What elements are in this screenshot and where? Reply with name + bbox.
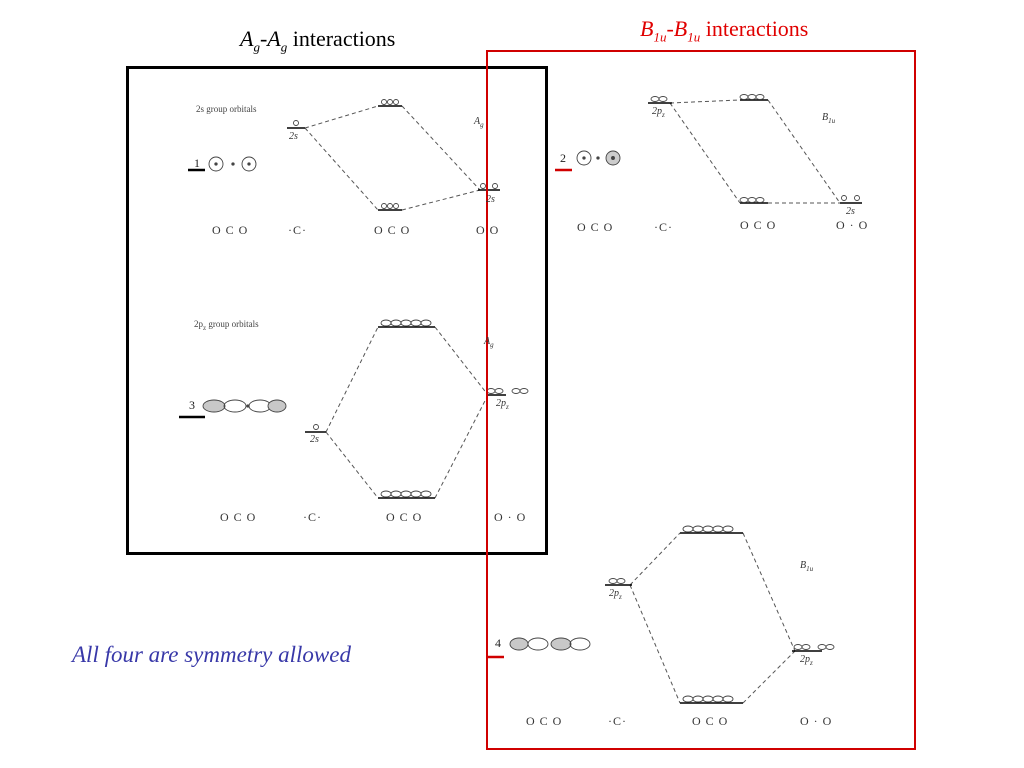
p1-index: 1	[194, 156, 200, 170]
ag-title-sub: g	[253, 39, 260, 55]
p4-o-orb: 2p	[800, 654, 810, 665]
p3-sym-sub: g	[490, 341, 494, 349]
b1u-title-sub: 1u	[653, 29, 667, 45]
p2-sym: B	[822, 112, 829, 123]
symmetry-note: All four are symmetry allowed	[72, 642, 351, 667]
p1-sym-label: Ag	[474, 116, 484, 129]
p2-axis-oco-mid: O C O	[740, 218, 777, 232]
p4-axis-oo: O · O	[800, 714, 833, 728]
ag-title-sub2: g	[280, 39, 288, 55]
p4-axis-oco-left: O C O	[526, 714, 563, 728]
p4-o-orb-sub: z	[810, 659, 813, 667]
p2-sym-sub: 1u	[828, 117, 836, 125]
p3-index: 3	[189, 398, 195, 412]
p1-o-orbital: 2s	[486, 194, 495, 205]
p3-header-sub: z	[203, 323, 207, 332]
p3-c-orbital: 2s	[310, 434, 319, 445]
p2-sym-label: B1u	[822, 112, 835, 125]
b1u-title-sym: B	[640, 16, 654, 41]
p4-sym-sub: 1u	[806, 565, 814, 573]
ag-title-sym2: A	[267, 26, 281, 51]
p4-sym-label: B1u	[800, 560, 813, 573]
p2-c-orb-sub: z	[662, 111, 665, 119]
p3-axis-oo: O · O	[494, 510, 527, 524]
p2-axis-oco-left: O C O	[577, 220, 614, 234]
p4-c-orb-sub: z	[619, 593, 622, 601]
ag-title-sym: A	[240, 26, 254, 51]
ag-title-text: interactions	[287, 26, 396, 51]
orbital-glyphs	[202, 94, 860, 703]
p2-axis-c: ·C·	[654, 220, 673, 234]
p3-o-orb: 2p	[496, 398, 506, 409]
correlation-dashed-lines	[304, 99, 841, 704]
b1u-title-sub2: 1u	[687, 29, 701, 45]
energy-levels	[287, 99, 862, 704]
p4-sym: B	[800, 560, 807, 571]
ag-interactions-box	[126, 66, 548, 555]
p1-axis-oo: O O	[476, 223, 500, 237]
p3-axis-oco-left: O C O	[220, 510, 257, 524]
b1u-title-sym2: B	[673, 16, 688, 41]
p3-header-pre: 2p	[194, 319, 203, 329]
p3-axis-c: ·C·	[303, 510, 322, 524]
b1u-interactions-box	[486, 50, 916, 750]
p3-axis-oco-mid: O C O	[386, 510, 423, 524]
p3-sym-label: Ag	[484, 336, 494, 349]
p1-header: 2s group orbitals	[196, 104, 257, 114]
p3-o-orbital: 2pz	[496, 398, 509, 411]
p1-axis-oco-left: O C O	[212, 223, 249, 237]
p4-c-orbital: 2pz	[609, 588, 622, 601]
p4-axis-oco-mid: O C O	[692, 714, 729, 728]
p3-header: 2pz group orbitals	[194, 319, 259, 332]
p3-header-post: group orbitals	[206, 319, 259, 329]
p2-c-orbital: 2pz	[652, 106, 665, 119]
p2-c-orb: 2p	[652, 106, 662, 117]
p3-o-orb-sub: z	[506, 403, 509, 411]
p1-axis-c: ·C·	[288, 223, 307, 237]
p4-axis-c: ·C·	[608, 714, 627, 728]
p2-axis-oo: O · O	[836, 218, 869, 232]
p1-sym-sub: g	[480, 121, 484, 129]
b1u-interactions-title: B1u-B1u interactions	[640, 16, 809, 45]
p2-o-orbital: 2s	[846, 206, 855, 217]
ag-interactions-title: Ag-Ag interactions	[240, 26, 396, 55]
p4-o-orbital: 2pz	[800, 654, 813, 667]
p3-sym: A	[484, 336, 491, 347]
index-markers	[179, 168, 572, 659]
p1-axis-oco-mid: O C O	[374, 223, 411, 237]
p4-c-orb: 2p	[609, 588, 619, 599]
b1u-title-text: interactions	[700, 16, 809, 41]
p1-sym: A	[474, 116, 481, 127]
p2-index: 2	[560, 151, 566, 165]
p1-c-orbital: 2s	[289, 131, 298, 142]
p4-index: 4	[495, 636, 501, 650]
